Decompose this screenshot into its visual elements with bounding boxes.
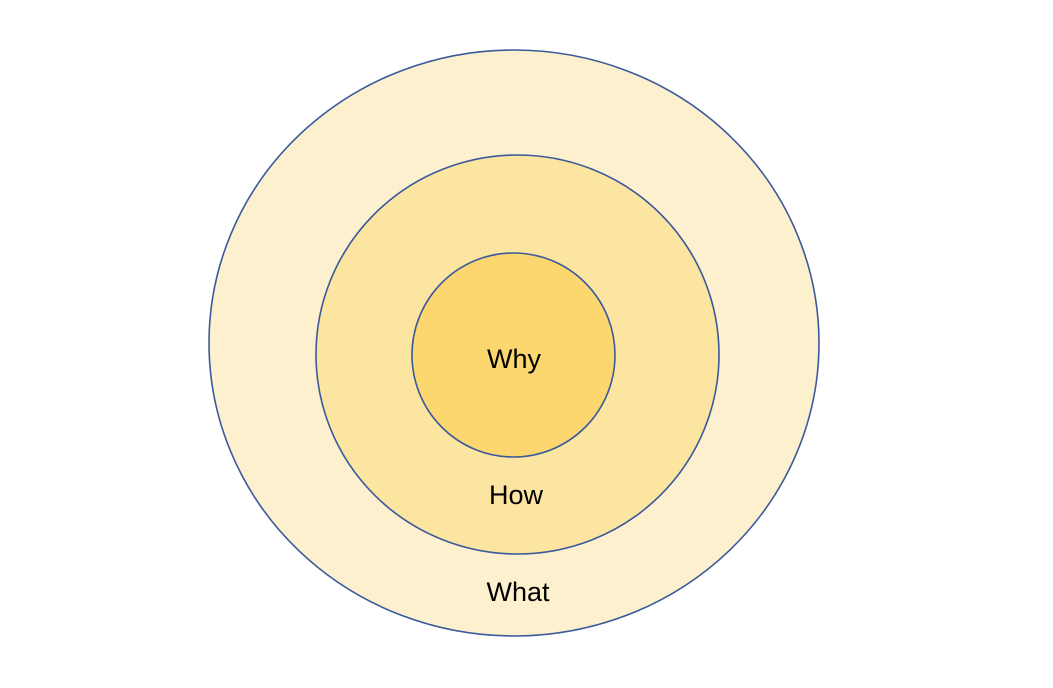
- label-what: What: [486, 577, 550, 607]
- inner-ring-why: [411, 252, 616, 458]
- label-why: Why: [487, 344, 542, 374]
- label-how: How: [489, 480, 544, 510]
